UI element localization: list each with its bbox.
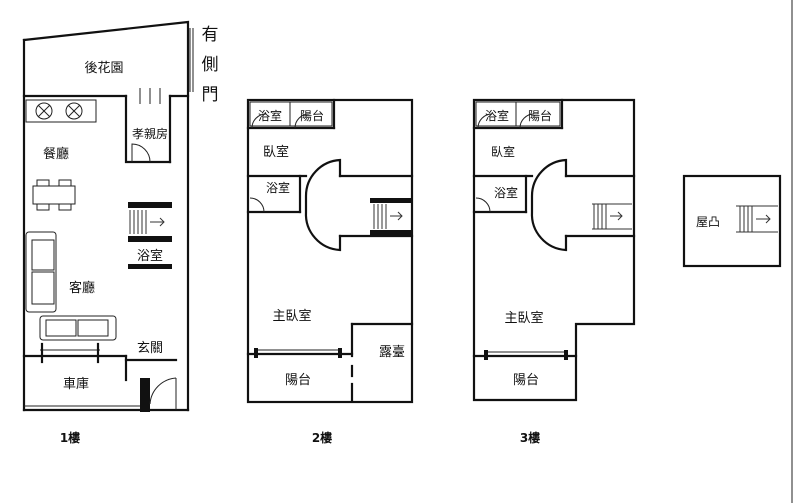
floor2-terrace-label: 露臺 — [379, 345, 405, 360]
floor2-master-label: 主臥室 — [272, 308, 311, 324]
floor2-balcony-bottom-label: 陽台 — [285, 373, 311, 388]
floor3-outer-wall — [472, 98, 636, 402]
elder-room-label: 孝親房 — [132, 126, 168, 141]
sofa-side — [25, 231, 57, 313]
floor3-balcony-top-label: 陽台 — [528, 108, 552, 123]
door-jamb — [140, 378, 150, 412]
stair-edge — [370, 198, 412, 203]
floor3-master-label: 主臥室 — [504, 310, 543, 326]
stove — [25, 99, 97, 123]
floor2-bath-mid-label: 浴室 — [266, 180, 290, 195]
floor3-label: 3樓 — [520, 430, 540, 445]
bath-edge — [128, 264, 172, 269]
floor3-bedroom-label: 臥室 — [491, 144, 515, 159]
floor1-wall-top-right — [22, 20, 190, 412]
roof-outer-wall — [682, 174, 782, 268]
entrance-door-swing — [149, 377, 177, 405]
roof-structure-label: 屋凸 — [696, 215, 720, 229]
door-swing — [294, 113, 310, 129]
elder-room-door-swing — [131, 143, 151, 163]
roof-plan: 屋凸 — [682, 174, 782, 268]
floor2-outer-wall — [246, 98, 414, 404]
door-swing — [249, 197, 265, 213]
stair-edge — [128, 202, 172, 208]
door-swing — [475, 197, 491, 213]
door-swing — [519, 113, 535, 129]
dining-chair — [36, 203, 50, 211]
floor-1-plan: 後花園 有 側 門 孝親房 餐廳 浴室 客廳 玄關 車庫 1樓 — [22, 20, 219, 445]
door-swing — [251, 113, 267, 129]
dining-chair — [36, 179, 50, 187]
floor3-balcony-bottom-label: 陽台 — [513, 373, 539, 388]
floor-2-plan: 浴室 陽台 臥室 浴室 主臥室 露臺 陽台 2樓 — [246, 98, 414, 445]
floor2-balcony-top — [289, 101, 333, 127]
dining-chair — [58, 179, 72, 187]
floor1-stairs — [129, 210, 165, 234]
floor3-bath-top-label: 浴室 — [485, 108, 509, 123]
floor2-curved-wall — [304, 158, 342, 252]
floor2-balcony-top-label: 陽台 — [300, 108, 324, 123]
stair-edge — [370, 230, 412, 235]
stove-burner — [65, 102, 83, 120]
floor3-stairs — [592, 203, 632, 230]
dining-table — [32, 185, 76, 205]
floor2-stairs — [373, 204, 403, 229]
stove-burner — [35, 102, 53, 120]
floor3-balcony-top — [515, 101, 561, 127]
stair-edge — [128, 236, 172, 242]
door-swing — [477, 113, 493, 129]
sofa-cushion — [45, 319, 77, 337]
sofa-front — [39, 315, 117, 341]
elder-room-wall — [124, 94, 172, 164]
sofa-cushion — [31, 239, 55, 271]
roof-stairs — [736, 205, 778, 233]
dining-label: 餐廳 — [43, 146, 69, 162]
floor1-label: 1樓 — [60, 430, 80, 445]
floor3-curved-wall — [530, 158, 568, 252]
garage-label: 車庫 — [63, 377, 89, 392]
floor2-label: 2樓 — [312, 430, 332, 445]
side-door-label-2: 側 — [202, 55, 219, 75]
sofa-cushion — [77, 319, 109, 337]
floor2-bedroom-label: 臥室 — [263, 144, 289, 160]
floor2-bath-top-label: 浴室 — [258, 108, 282, 123]
back-garden-label: 後花園 — [84, 60, 123, 76]
side-door-label-1: 有 — [202, 25, 219, 45]
floor3-bath-mid-label: 浴室 — [494, 185, 518, 200]
floor1-bathroom-label: 浴室 — [137, 248, 163, 264]
sofa-cushion — [31, 271, 55, 305]
entrance-label: 玄關 — [137, 341, 163, 356]
dining-chair — [58, 203, 72, 211]
living-label: 客廳 — [69, 280, 95, 296]
side-door-label-3: 門 — [202, 85, 219, 105]
floor-3-plan: 浴室 陽台 臥室 浴室 主臥室 陽台 3樓 — [472, 98, 636, 445]
